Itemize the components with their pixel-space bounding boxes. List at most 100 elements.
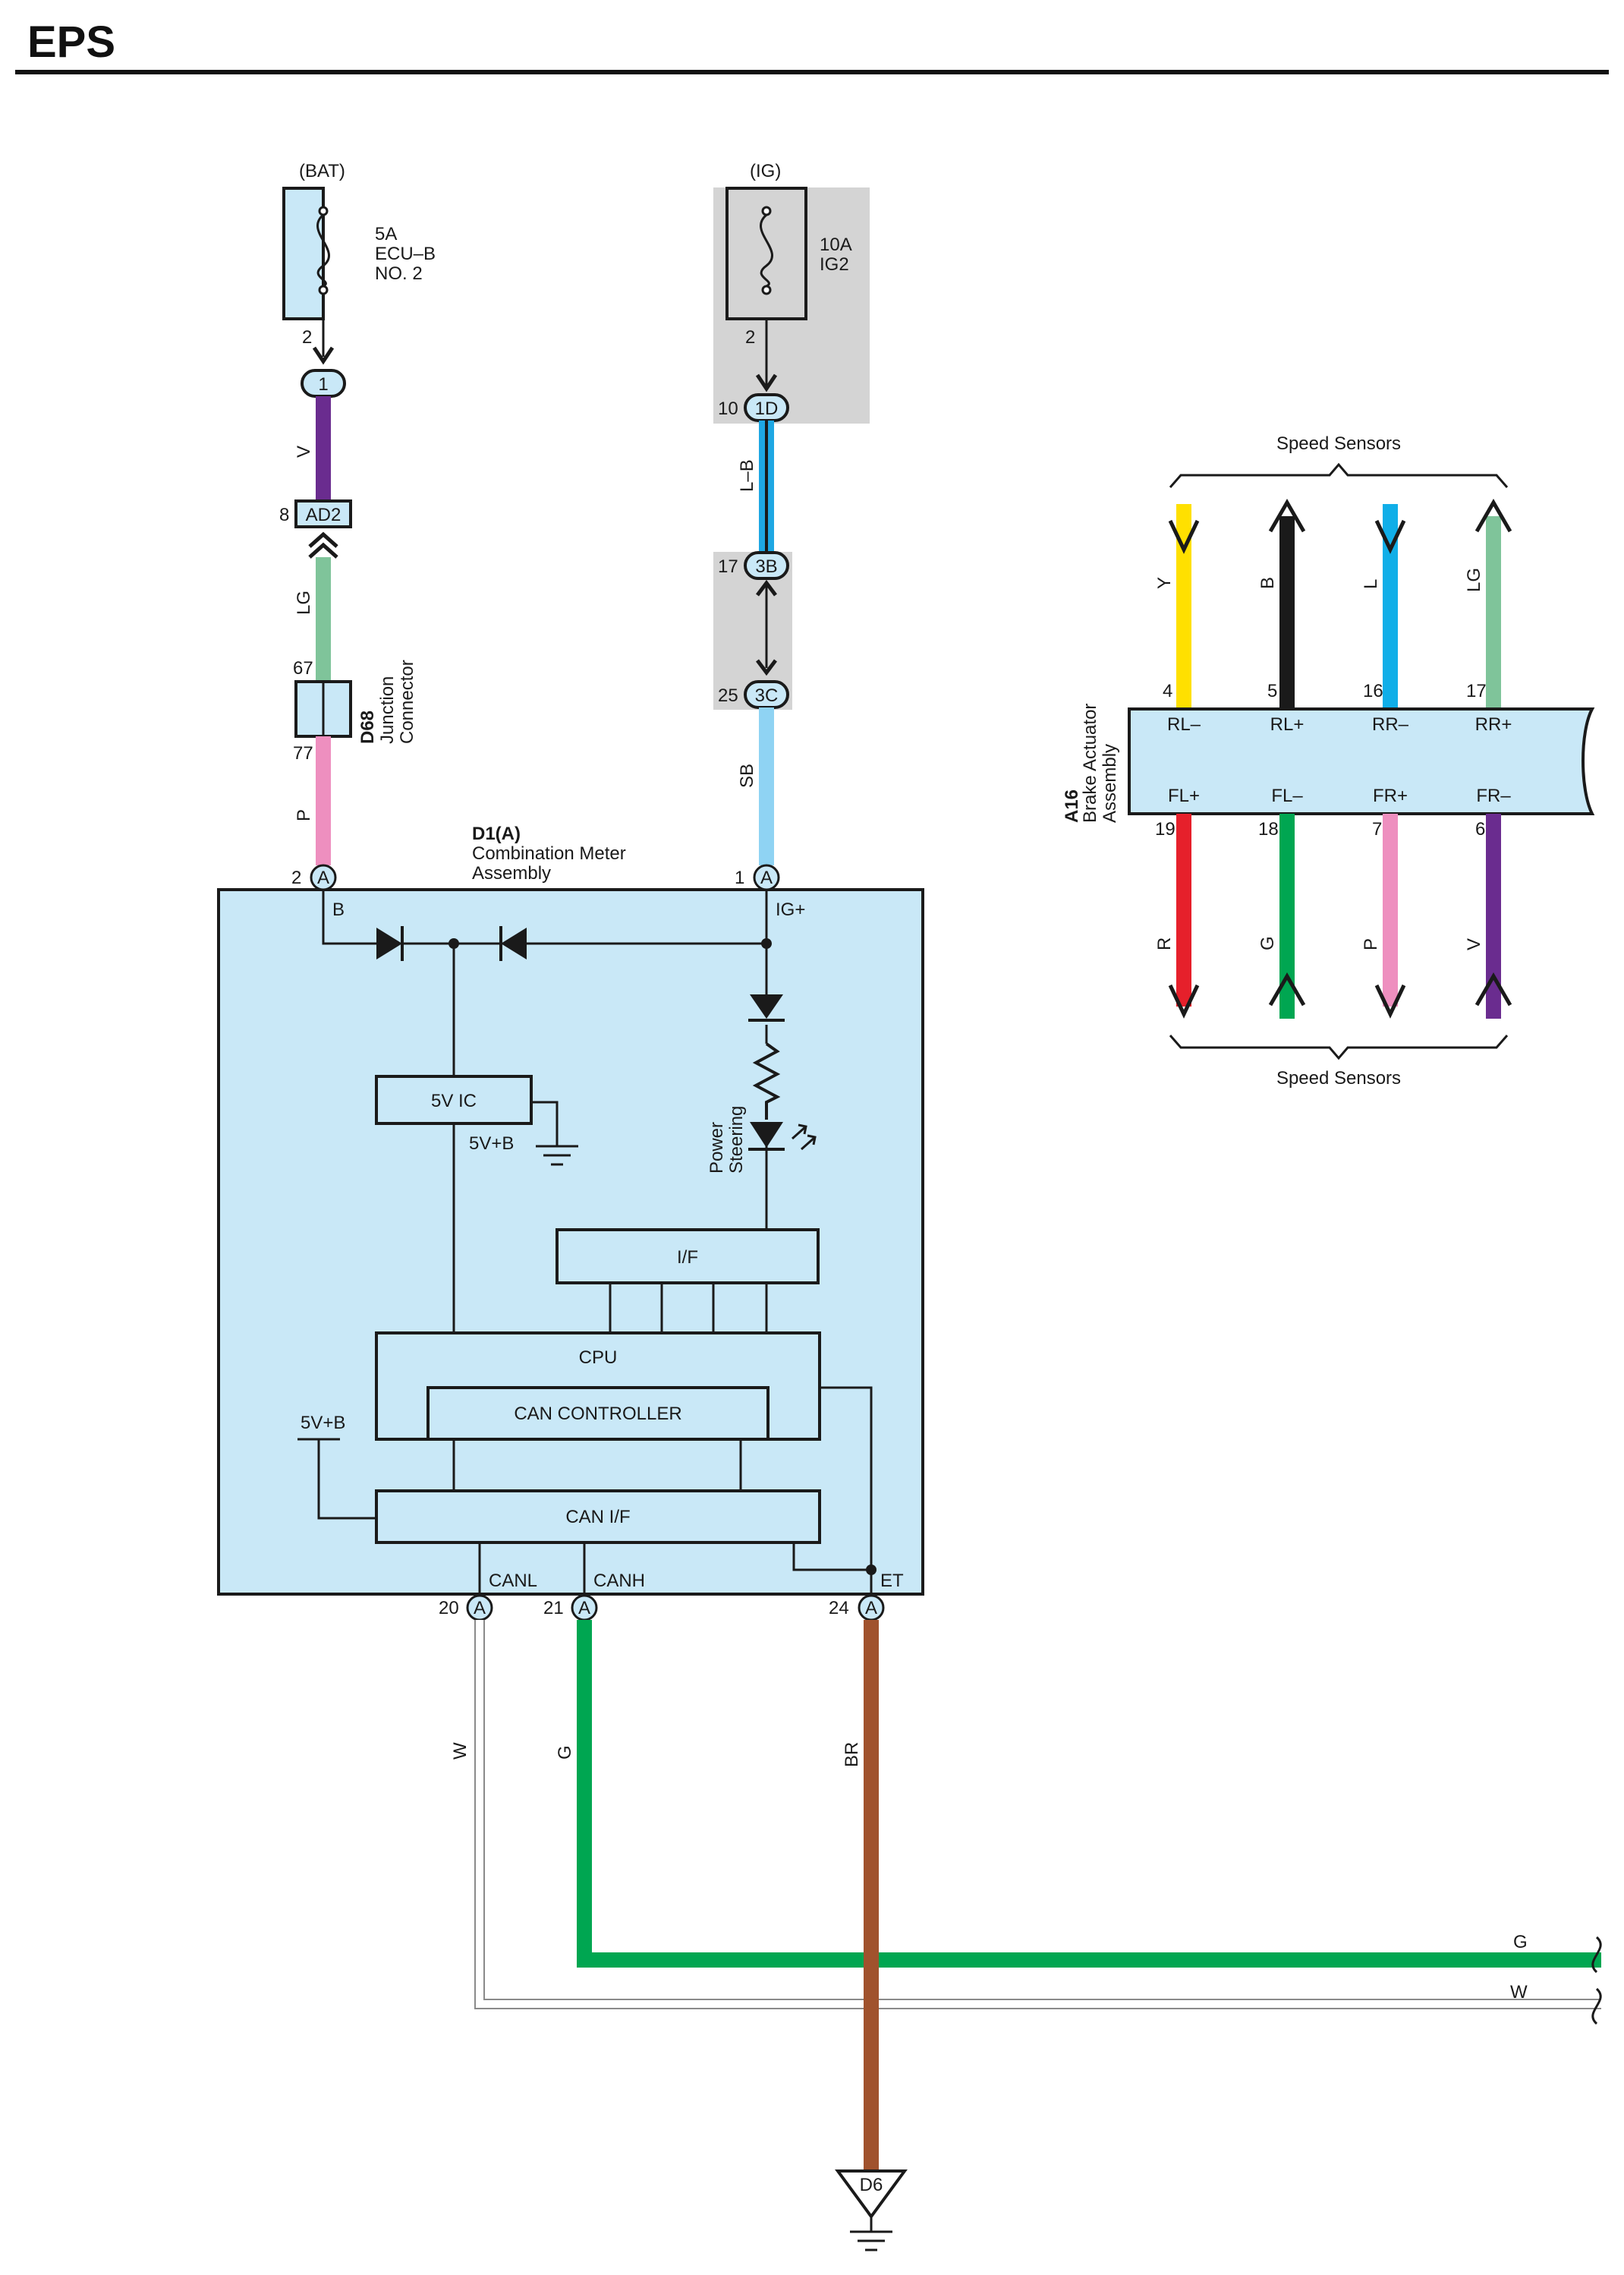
wire-w-right-label: W xyxy=(1510,1982,1528,2002)
bottom-wire-4-pin: 6 xyxy=(1475,819,1485,840)
ig-fuse-shade xyxy=(713,187,870,424)
c3c-label: 3C xyxy=(755,685,779,706)
can-if-label: CAN I/F xyxy=(565,1507,630,1527)
ground-d6-triangle xyxy=(835,2169,908,2220)
c3c-pin: 25 xyxy=(718,685,738,706)
top-wire-4-color: LG xyxy=(1464,568,1484,592)
wire-g-right-label: G xyxy=(1513,1932,1528,1952)
d68-name-1: Junction xyxy=(377,676,398,744)
wire-break-icon xyxy=(1591,1936,1602,2025)
wire-p-left-label: P xyxy=(294,809,314,821)
bottom-wire-fr-plus xyxy=(1374,814,1406,1019)
pin-ig-letter: A xyxy=(760,868,773,888)
bottom-wire-2-color: G xyxy=(1257,936,1278,950)
d68-name-2: Connector xyxy=(397,660,417,744)
pin-ig-label: IG+ xyxy=(776,900,805,920)
wire-lg-left-label: LG xyxy=(294,591,314,615)
bottom-wire-4-color: V xyxy=(1464,938,1484,950)
bat-connector-1-label: 1 xyxy=(318,374,328,395)
meter-internal-wiring xyxy=(297,890,873,1594)
speed-sensors-top-label: Speed Sensors xyxy=(1276,433,1401,454)
bat-fuse-rating: 5A xyxy=(375,224,397,244)
top-wire-rr-plus xyxy=(1475,499,1512,709)
c3b-arrow-icon xyxy=(756,579,777,597)
top-wire-1-pin: 4 xyxy=(1163,681,1172,701)
c1d-pin: 10 xyxy=(718,399,738,419)
wire-v-left-label: V xyxy=(294,446,314,458)
actuator-name-2: Assembly xyxy=(1100,744,1120,823)
junction-dot-2 xyxy=(761,938,772,949)
c3b-connector xyxy=(744,551,789,580)
ig-fuse-icon xyxy=(760,206,773,295)
cpu-label: CPU xyxy=(579,1347,618,1368)
ground-d6-icon xyxy=(850,2217,892,2251)
bottom-wire-1-pin: 19 xyxy=(1155,819,1176,840)
bat-arrow-icon xyxy=(312,346,335,365)
can-controller-box xyxy=(426,1386,770,1441)
ic-5v-box xyxy=(375,1075,533,1125)
top-wire-2-color: B xyxy=(1257,577,1278,589)
ad2-double-arrow-icon xyxy=(308,531,338,559)
c3b-label: 3B xyxy=(755,556,777,577)
meter-id: D1(A) xyxy=(472,824,521,844)
bottom-wire-fl-plus xyxy=(1168,814,1200,1019)
brace-bottom xyxy=(1169,1035,1509,1060)
if-label: I/F xyxy=(677,1247,698,1268)
ad2-connector xyxy=(294,499,352,528)
bat-fuse-name-2: NO. 2 xyxy=(375,263,423,284)
lamp-label-1: Power xyxy=(707,1122,727,1174)
top-wire-4-pin: 17 xyxy=(1466,681,1487,701)
bat-source-label: (BAT) xyxy=(299,161,345,181)
d68-bottom-pin: 77 xyxy=(293,743,313,764)
ig-fuse-name: IG2 xyxy=(820,254,849,275)
c3b-pin: 17 xyxy=(718,556,738,577)
meter-name-2: Assembly xyxy=(472,863,551,884)
ground-icon-ic xyxy=(536,1145,578,1166)
can-controller-label: CAN CONTROLLER xyxy=(514,1404,681,1424)
lamp-label-2: Steering xyxy=(726,1106,747,1174)
warning-led-icon xyxy=(748,1122,817,1151)
bat-fuse-name-1: ECU–B xyxy=(375,244,436,264)
diode-left-icon xyxy=(376,926,404,961)
signal-fl-minus: FL– xyxy=(1271,786,1303,806)
diode-lamp-icon xyxy=(748,994,785,1022)
brace-top xyxy=(1169,462,1509,488)
actuator-id: A16 xyxy=(1062,789,1082,823)
resistor-icon xyxy=(752,1042,781,1120)
ad2-label: AD2 xyxy=(306,505,341,525)
wire-lb-label: L–B xyxy=(737,459,757,492)
bottom-wire-1-color: R xyxy=(1154,937,1175,950)
signal-fr-plus: FR+ xyxy=(1373,786,1408,806)
brake-actuator-body xyxy=(1128,707,1595,815)
bat-fuse-box xyxy=(282,187,325,320)
can-if-box xyxy=(375,1489,821,1544)
wire-g xyxy=(577,1620,1601,1968)
top-wire-2-pin: 5 xyxy=(1267,681,1277,701)
top-wire-3-color: L xyxy=(1361,579,1381,589)
wire-g-label: G xyxy=(555,1745,575,1760)
top-wire-3-pin: 16 xyxy=(1363,681,1383,701)
wire-sb-label: SB xyxy=(737,764,757,788)
ad2-pin: 8 xyxy=(279,505,289,525)
signal-fl-plus: FL+ xyxy=(1168,786,1200,806)
top-wire-rl-plus xyxy=(1268,499,1306,709)
bottom-wire-fr-minus xyxy=(1475,814,1512,1019)
bottom-wire-3-color: P xyxy=(1361,938,1381,950)
diode-right-icon xyxy=(499,926,527,961)
pin-canh-letter: A xyxy=(578,1598,590,1618)
pin-canl-letter: A xyxy=(474,1598,486,1618)
pin-b-label: B xyxy=(332,900,345,920)
ic-5v-label: 5V IC xyxy=(431,1091,477,1111)
ig-source-label: (IG) xyxy=(750,161,781,181)
actuator-name-1: Brake Actuator xyxy=(1080,704,1100,823)
signal-rr-minus: RR– xyxy=(1372,714,1409,735)
ig-fuse-pin: 2 xyxy=(745,327,755,348)
pin-et-letter: A xyxy=(865,1598,877,1618)
pin-et-num: 24 xyxy=(829,1598,849,1618)
signal-rr-plus: RR+ xyxy=(1475,714,1512,735)
vb-label: 5V+B xyxy=(301,1413,345,1433)
speed-sensors-bottom-label: Speed Sensors xyxy=(1276,1068,1401,1089)
bat-fuse-icon xyxy=(316,206,330,295)
pin-canh-num: 21 xyxy=(543,1598,564,1618)
